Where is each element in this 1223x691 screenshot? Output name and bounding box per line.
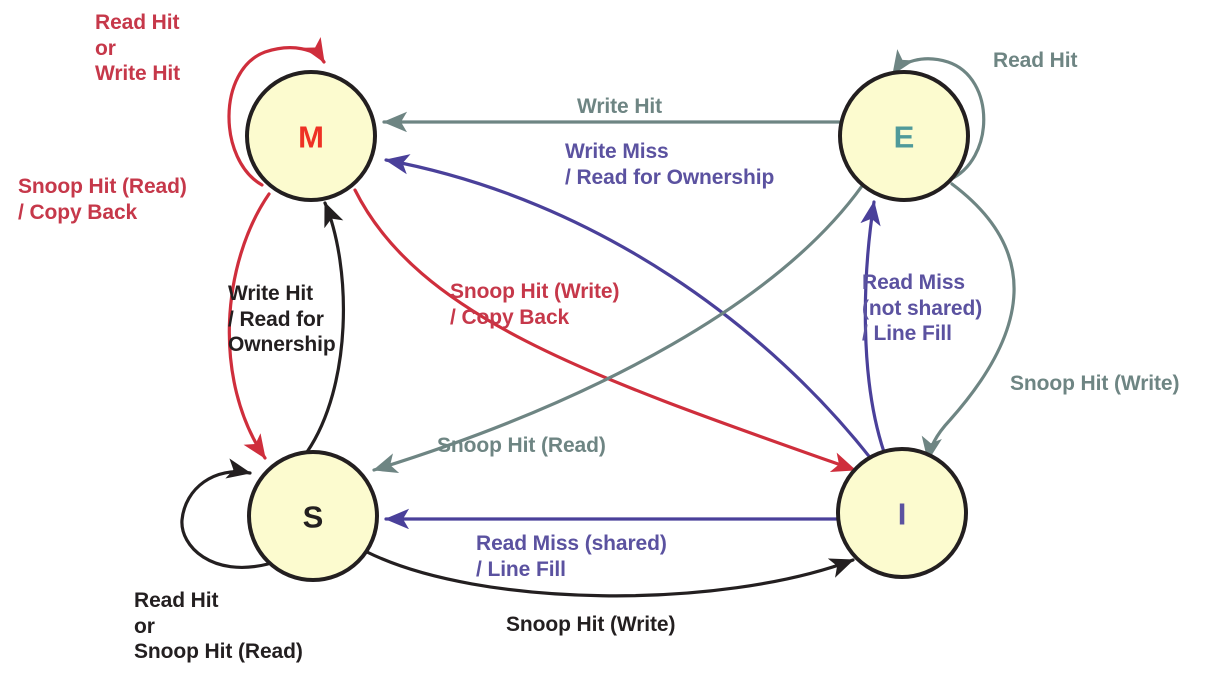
edge-label-e-to-i: Snoop Hit (Write) [1010,371,1179,397]
edge-label-m-self-line3: Write Hit [95,62,181,86]
edge-i-to-m [384,154,874,462]
edge-e-self [891,49,986,182]
edge-i-to-e [860,200,886,454]
edge-label-e-self-text: Read Hit [993,49,1078,72]
edge-label-e-to-i-text: Snoop Hit (Write) [1010,372,1180,395]
edge-label-s-to-i: Snoop Hit (Write) [506,612,675,638]
edge-s-to-i [365,550,855,598]
edge-label-s-self-line2: or [134,614,155,638]
edge-e-to-i [921,182,1016,462]
edge-label-i-to-s: Read Miss (shared)/ Line Fill [476,531,667,582]
edge-m-self [227,37,326,187]
edge-label-s-to-m-line2: / Read for [228,307,324,331]
edge-e-to-s [372,184,864,473]
edge-label-m-to-i: Snoop Hit (Write)/ Copy Back [450,279,619,330]
edge-label-i-to-e-line2: (not shared) [862,296,983,320]
edge-s-self [180,458,270,570]
state-label-m: M [298,120,324,155]
edge-m-to-i [353,188,857,472]
edge-label-s-to-m-line1: Write Hit [228,282,314,305]
edge-label-e-to-s-text: Snoop Hit (Read) [437,434,606,457]
edge-label-s-to-i-text: Snoop Hit (Write) [506,613,676,636]
edge-label-i-to-m-line1: Write Miss [565,140,669,163]
edge-label-m-to-s-line1: Snoop Hit (Read) [18,175,187,198]
edge-label-i-to-e-line3: / Line Fill [862,322,952,346]
edge-label-e-self: Read Hit [993,48,1077,74]
edge-label-i-to-s-line1: Read Miss (shared) [476,532,667,555]
state-label-s: S [303,500,324,535]
state-node-i[interactable] [836,447,968,579]
edge-label-e-to-m: Write Hit [577,94,662,120]
edge-label-i-to-e: Read Miss(not shared)/ Line Fill [862,270,982,347]
edge-label-m-to-s-line2: / Copy Back [18,200,138,224]
edge-label-s-self-line3: Snoop Hit (Read) [134,640,303,664]
state-label-i: I [898,497,907,532]
edge-label-i-to-m-line2: / Read for Ownership [565,165,775,189]
state-node-e[interactable] [838,70,970,202]
state-node-m[interactable] [245,70,377,202]
state-node-s[interactable] [247,450,379,582]
edge-label-m-to-i-line2: / Copy Back [450,305,570,329]
edge-label-i-to-e-line1: Read Miss [862,271,965,294]
edge-label-m-to-i-line1: Snoop Hit (Write) [450,280,620,303]
edge-label-s-self-line1: Read Hit [134,589,219,612]
edge-label-m-to-s: Snoop Hit (Read)/ Copy Back [18,174,187,225]
edge-label-m-self-line1: Read Hit [95,11,180,34]
edge-label-i-to-m: Write Miss/ Read for Ownership [565,139,774,190]
edge-m-to-s [227,192,271,460]
edge-label-e-to-m-text: Write Hit [577,95,663,118]
edge-label-m-self-line2: or [95,36,116,60]
edge-label-s-to-m-line3: Ownership [228,333,336,357]
edge-label-e-to-s: Snoop Hit (Read) [437,433,606,459]
state-label-e: E [894,120,915,155]
edge-s-to-m [305,201,345,454]
edge-label-i-to-s-line2: / Line Fill [476,557,566,581]
